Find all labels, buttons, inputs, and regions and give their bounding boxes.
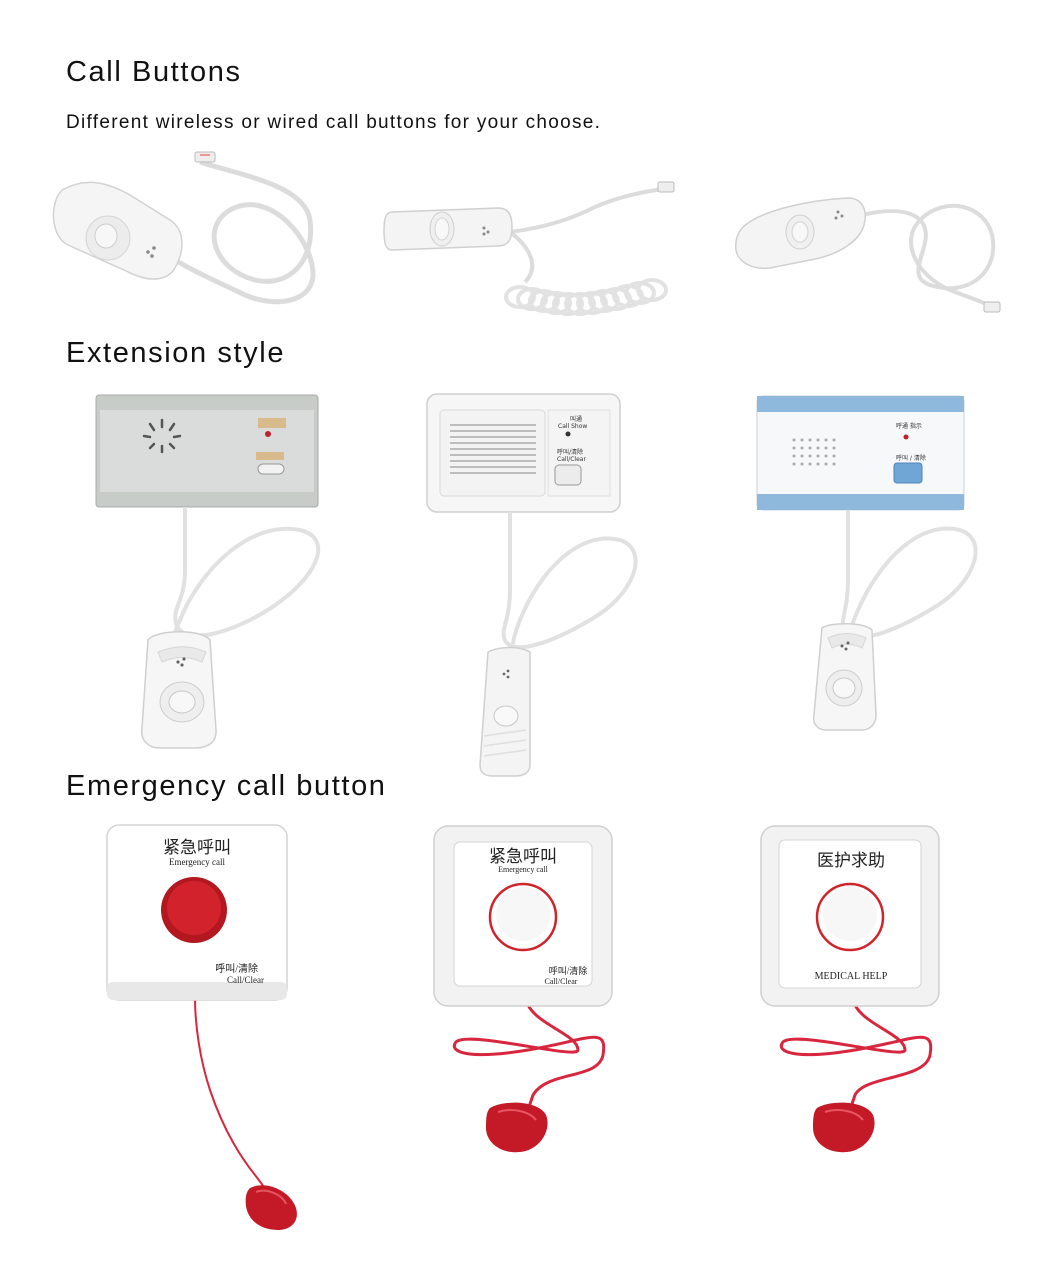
ext2-label-en-btn: Call/Clear: [557, 456, 586, 463]
ext2-label-en-top: Call Show: [558, 423, 587, 430]
medical-help-pull-cord-panel: 医护求助 MEDICAL HELP: [755, 820, 955, 1170]
panel2-foot-en: Call/Clear: [545, 977, 578, 986]
panel3-foot-en: MEDICAL HELP: [815, 971, 888, 982]
section-subtitle: Different wireless or wired call buttons…: [66, 112, 602, 133]
panel2-title-en: Emergency call: [498, 865, 549, 874]
wired-call-button-2-icon: [730, 180, 1020, 320]
panel2-foot-cn: 呼叫/清除: [549, 965, 588, 976]
ext2-label-cn-btn: 呼叫/清除: [557, 448, 583, 456]
emergency-pull-cord-panel-1: 紧急呼叫 Emergency call 呼叫/清除 Call/Clear: [100, 820, 320, 1240]
coiled-call-button-icon: [380, 172, 680, 332]
panel1-title-cn: 紧急呼叫: [163, 838, 231, 857]
section-title-extension-style: Extension style: [66, 337, 286, 369]
panel3-title-cn: 医护求助: [817, 851, 885, 870]
panel2-title-cn: 紧急呼叫: [489, 847, 557, 866]
panel1-foot-en: Call/Clear: [227, 975, 264, 985]
ext2-label-cn-top: 叫通: [570, 415, 582, 423]
blue-extension-unit-icon: 呼通 指示 呼叫 / 清除: [750, 390, 990, 740]
emergency-pull-cord-panel-2: 紧急呼叫 Emergency call 呼叫/清除 Call/Clear: [428, 820, 628, 1170]
section-title-call-buttons: Call Buttons: [66, 56, 242, 88]
section-title-emergency-call-button: Emergency call button: [66, 770, 387, 802]
ext3-label-cn-top: 呼通 指示: [896, 422, 922, 430]
wired-call-button-1-icon: [40, 150, 330, 310]
ext3-label-cn-btn: 呼叫 / 清除: [896, 454, 926, 462]
grey-extension-unit-icon: [90, 390, 350, 760]
white-extension-unit-icon: 叫通 Call Show 呼叫/清除 Call/Clear: [420, 390, 650, 780]
panel1-title-en: Emergency call: [169, 857, 226, 867]
panel1-foot-cn: 呼叫/清除: [215, 962, 258, 975]
